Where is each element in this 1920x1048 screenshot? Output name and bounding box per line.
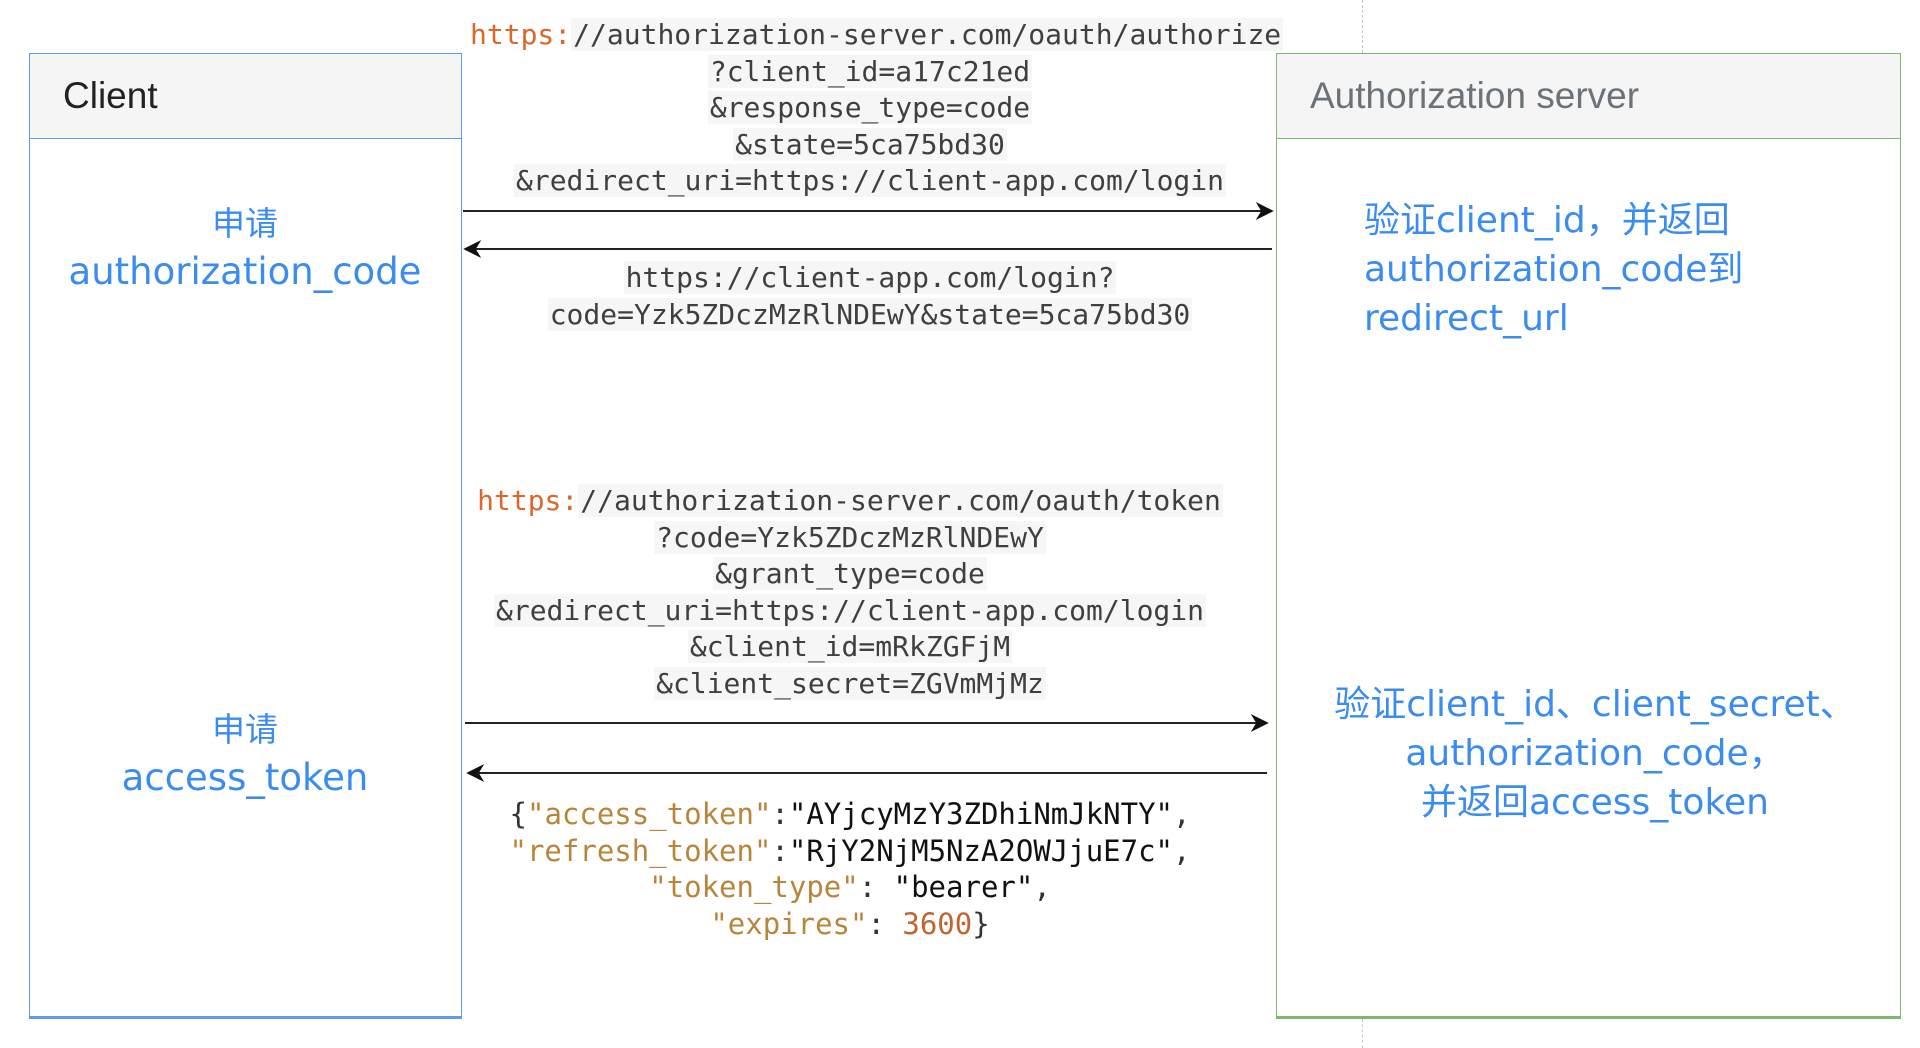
token-request-param-client-secret: &client_secret=ZGVmMjMz bbox=[654, 666, 1046, 700]
json-value: "RjY2NjM5NzA2OWJjuE7c" bbox=[788, 833, 1173, 868]
client-note-request-code-line2: authorization_code bbox=[68, 250, 422, 293]
json-key: "expires" bbox=[710, 906, 868, 941]
server-note-verify-token-line1: 验证client_id、client_secret、 bbox=[1334, 684, 1856, 725]
json-key: "token_type" bbox=[649, 870, 859, 904]
json-value: 3600 bbox=[902, 906, 973, 941]
token-request-param: &client_secret=ZGVmMjMz bbox=[470, 666, 1230, 703]
token-request-param: &client_id=mRkZGFjM bbox=[470, 629, 1230, 666]
server-note-verify-token-line3: 并返回access_token bbox=[1421, 782, 1769, 823]
server-note-verify-code-line1: 验证client_id，并返回 bbox=[1364, 200, 1730, 241]
server-lane-header: Authorization server bbox=[1277, 54, 1900, 139]
token-response-field-access-token: {"access_token":"AYjcyMzY3ZDhiNmJkNTY", bbox=[470, 796, 1230, 833]
token-response-label: {"access_token":"AYjcyMzY3ZDhiNmJkNTY", … bbox=[470, 796, 1230, 942]
json-comma: , bbox=[1173, 797, 1191, 831]
server-lane-title: Authorization server bbox=[1310, 75, 1640, 116]
json-value: "bearer" bbox=[893, 870, 1034, 904]
json-sep: : bbox=[867, 906, 903, 941]
authorize-request-param: &redirect_uri=https://client-app.com/log… bbox=[470, 163, 1270, 200]
authorize-request-url-rest: //authorization-server.com/oauth/authori… bbox=[571, 18, 1284, 51]
client-lane-header: Client bbox=[30, 54, 461, 139]
token-request-url-rest: //authorization-server.com/oauth/token bbox=[578, 484, 1223, 517]
client-lane-title: Client bbox=[63, 75, 158, 116]
authorize-response-line: https://client-app.com/login? bbox=[470, 260, 1270, 297]
authorize-request-param: ?client_id=a17c21ed bbox=[470, 54, 1270, 91]
server-note-verify-code: 验证client_id，并返回 authorization_code到 redi… bbox=[1364, 196, 1743, 343]
authorize-request-scheme: https: bbox=[470, 18, 572, 51]
json-sep: : bbox=[771, 797, 789, 831]
server-note-verify-token: 验证client_id、client_secret、 authorization… bbox=[1290, 680, 1900, 827]
client-note-request-token-line1: 申请 bbox=[212, 710, 278, 749]
authorize-request-url: https://authorization-server.com/oauth/a… bbox=[470, 17, 1284, 54]
json-comma: , bbox=[1033, 870, 1051, 904]
token-response-field-refresh-token: "refresh_token":"RjY2NjM5NzA2OWJjuE7c", bbox=[470, 833, 1230, 870]
authorize-request-param-state: &state=5ca75bd30 bbox=[733, 127, 1007, 161]
server-note-verify-code-line3: redirect_url bbox=[1364, 298, 1569, 339]
client-note-request-code: 申请 authorization_code bbox=[30, 200, 460, 296]
json-comma: , bbox=[1173, 833, 1191, 868]
token-request-param: ?code=Yzk5ZDczMzRlNDEwY bbox=[470, 520, 1230, 557]
json-brace-close: } bbox=[972, 906, 990, 941]
authorize-request-label: https://authorization-server.com/oauth/a… bbox=[470, 17, 1284, 200]
token-request-param-code: ?code=Yzk5ZDczMzRlNDEwY bbox=[654, 520, 1046, 554]
authorize-response-code-state: code=Yzk5ZDczMzRlNDEwY&state=5ca75bd30 bbox=[547, 297, 1193, 331]
client-note-request-token-line2: access_token bbox=[121, 756, 369, 799]
authorize-response-redirect: https://client-app.com/login? bbox=[623, 261, 1117, 294]
token-request-param: &redirect_uri=https://client-app.com/log… bbox=[470, 593, 1230, 630]
json-key: "access_token" bbox=[526, 797, 772, 831]
token-request-param-client-id: &client_id=mRkZGFjM bbox=[687, 630, 1013, 663]
authorize-request-param: &state=5ca75bd30 bbox=[470, 127, 1270, 164]
server-lifeline-top bbox=[1362, 0, 1363, 53]
token-response-field-expires: "expires": 3600} bbox=[470, 906, 1230, 943]
authorize-response-label: https://client-app.com/login? code=Yzk5Z… bbox=[470, 260, 1270, 333]
json-sep: : bbox=[858, 870, 894, 904]
server-lane: Authorization server bbox=[1276, 53, 1901, 1019]
json-sep: : bbox=[771, 833, 789, 868]
token-request-scheme: https: bbox=[477, 484, 579, 517]
token-request-param-redirect-uri: &redirect_uri=https://client-app.com/log… bbox=[493, 593, 1206, 627]
authorize-response-line: code=Yzk5ZDczMzRlNDEwY&state=5ca75bd30 bbox=[470, 297, 1270, 334]
client-lane: Client bbox=[29, 53, 462, 1019]
server-note-verify-code-line2: authorization_code到 bbox=[1364, 249, 1744, 290]
json-value: "AYjcyMzY3ZDhiNmJkNTY" bbox=[788, 797, 1173, 831]
client-note-request-code-line1: 申请 bbox=[212, 204, 278, 243]
json-key: "refresh_token" bbox=[509, 833, 772, 868]
server-lifeline-bottom bbox=[1362, 1019, 1363, 1048]
authorize-request-param-client-id: ?client_id=a17c21ed bbox=[707, 54, 1033, 88]
token-request-param: &grant_type=code bbox=[470, 556, 1230, 593]
authorize-request-param-response-type: &response_type=code bbox=[707, 91, 1033, 124]
json-brace-open: { bbox=[509, 797, 527, 831]
server-note-verify-token-line2: authorization_code， bbox=[1405, 733, 1785, 774]
token-response-field-token-type: "token_type": "bearer", bbox=[470, 869, 1230, 906]
token-request-url: https://authorization-server.com/oauth/t… bbox=[470, 483, 1230, 520]
client-note-request-token: 申请 access_token bbox=[30, 706, 460, 802]
token-request-param-grant-type: &grant_type=code bbox=[713, 557, 987, 590]
authorize-request-param: &response_type=code bbox=[470, 90, 1270, 127]
token-request-label: https://authorization-server.com/oauth/t… bbox=[470, 483, 1230, 702]
authorize-request-param-redirect-uri: &redirect_uri=https://client-app.com/log… bbox=[513, 164, 1226, 197]
